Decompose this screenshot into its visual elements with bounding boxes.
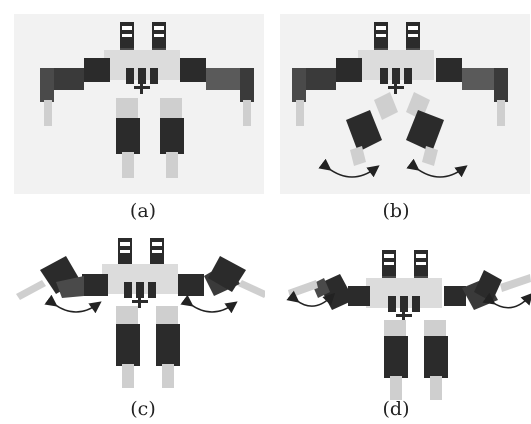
right-arm-rotation-arrow	[482, 292, 531, 309]
right-arm	[178, 256, 268, 298]
robot-pose-a	[0, 0, 265, 200]
right-arm	[436, 58, 508, 126]
robot-c-drawing	[16, 238, 268, 388]
left-leg-rotation-arrow	[318, 158, 380, 178]
robot-head	[382, 250, 428, 282]
left-arm	[288, 274, 370, 310]
left-leg	[116, 306, 140, 388]
caption-b: (b)	[382, 200, 410, 222]
right-arm	[444, 270, 531, 310]
robot-pose-d	[266, 226, 531, 402]
right-arm-rotation-arrow	[180, 294, 238, 314]
left-arm-rotation-arrow	[44, 294, 102, 314]
left-arm-rotation-arrow	[286, 290, 336, 307]
robot-pose-b	[266, 0, 531, 200]
robot-torso	[366, 278, 442, 322]
left-arm	[40, 58, 110, 126]
robot-b-drawing	[280, 14, 530, 194]
caption-c: (c)	[130, 398, 156, 420]
left-leg	[384, 320, 408, 400]
panel-background	[14, 14, 264, 194]
left-arm	[292, 58, 362, 126]
panel-background	[280, 14, 530, 194]
left-arm	[16, 256, 108, 300]
right-leg	[424, 320, 448, 400]
right-arm	[180, 58, 254, 126]
robot-pose-c	[0, 226, 268, 402]
left-leg	[116, 98, 140, 178]
caption-a: (a)	[129, 200, 157, 222]
robot-d-drawing	[286, 250, 531, 400]
right-leg	[160, 98, 184, 178]
right-leg	[156, 306, 180, 388]
robot-a-drawing	[14, 14, 264, 194]
caption-d: (d)	[382, 398, 410, 420]
right-leg-rotation-arrow	[406, 158, 468, 178]
robot-torso	[102, 264, 178, 308]
